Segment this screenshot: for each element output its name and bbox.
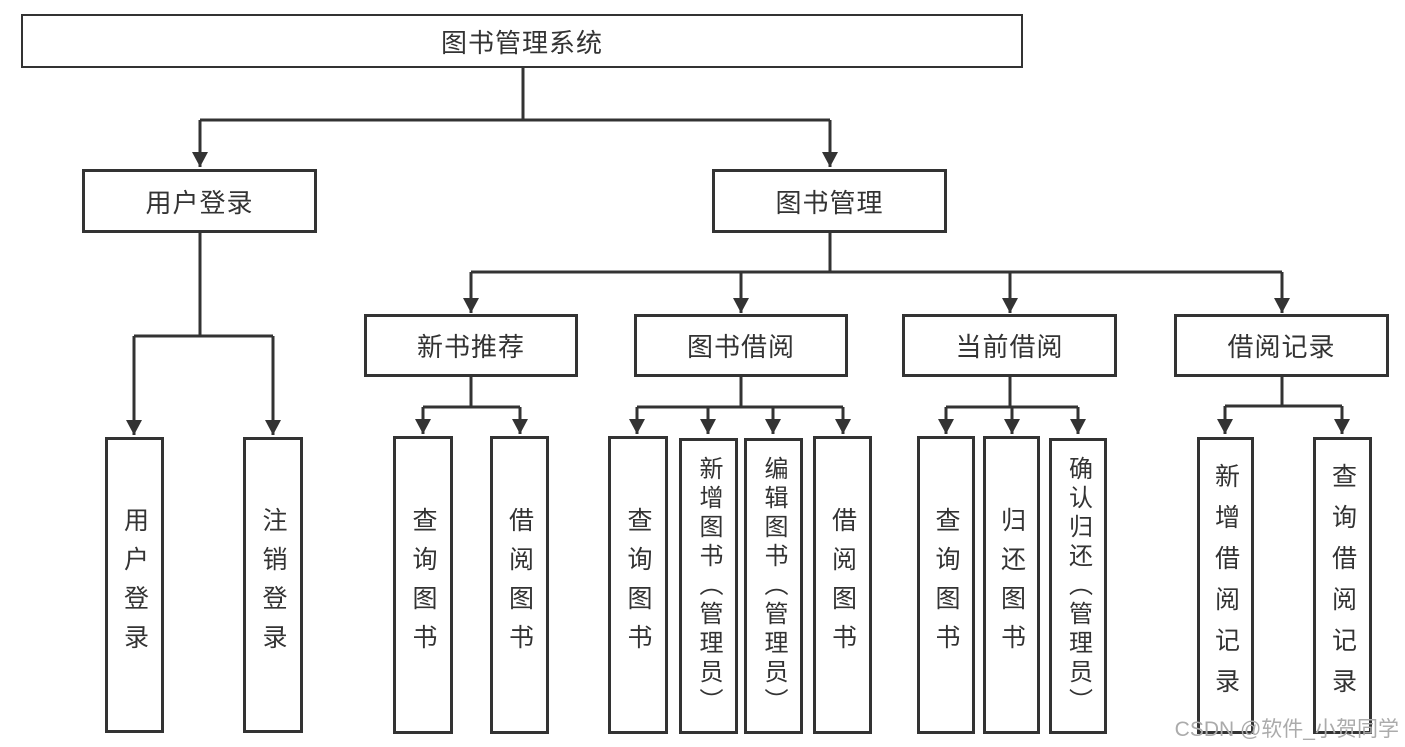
node-label: 确认归还（管理员） — [1064, 455, 1092, 717]
node-user-login: 用户登录 — [82, 169, 317, 233]
node-label: 注销登录 — [259, 507, 287, 663]
node-label: 当前借阅 — [955, 332, 1064, 362]
node-current-borrowing: 当前借阅 — [902, 314, 1117, 377]
node-book-borrowing: 图书借阅 — [634, 314, 848, 377]
node-label: 查询图书 — [624, 507, 652, 663]
watermark: CSDN @软件_小贺同学 — [1174, 718, 1399, 741]
node-label: 借阅图书 — [828, 507, 857, 663]
node-new-book-recommend: 新书推荐 — [364, 314, 578, 377]
leaf-query-books-recommend: 查询图书 — [393, 436, 453, 734]
node-label: 借阅记录 — [1227, 332, 1336, 362]
node-label: 查询图书 — [932, 507, 960, 663]
node-library-system: 图书管理系统 — [21, 14, 1023, 68]
node-label: 用户登录 — [145, 187, 254, 218]
leaf-add-borrow-record: 新增借阅记录 — [1197, 437, 1254, 734]
node-label: 新增图书（管理员） — [695, 455, 722, 717]
leaf-user-login: 用户登录 — [105, 437, 164, 733]
node-label: 编辑图书（管理员） — [760, 455, 787, 717]
leaf-add-books-admin: 新增图书（管理员） — [679, 438, 738, 734]
node-book-management: 图书管理 — [712, 169, 947, 233]
leaf-query-books-current: 查询图书 — [917, 436, 975, 734]
leaf-borrow-books-recommend: 借阅图书 — [490, 436, 549, 734]
node-borrowing-records: 借阅记录 — [1174, 314, 1389, 377]
node-label: 借阅图书 — [505, 507, 534, 663]
node-label: 用户登录 — [120, 507, 149, 663]
leaf-borrow-books-borrowing: 借阅图书 — [813, 436, 872, 734]
node-label: 归还图书 — [997, 507, 1026, 663]
leaf-query-borrow-record: 查询借阅记录 — [1313, 437, 1372, 734]
node-label: 查询借阅记录 — [1328, 462, 1357, 709]
leaf-edit-books-admin: 编辑图书（管理员） — [744, 438, 803, 734]
leaf-return-books: 归还图书 — [983, 436, 1040, 734]
leaf-confirm-return-admin: 确认归还（管理员） — [1049, 438, 1107, 734]
leaf-logout-login: 注销登录 — [243, 437, 303, 733]
node-label: 图书管理系统 — [440, 27, 603, 58]
node-label: 新增借阅记录 — [1211, 462, 1240, 709]
node-label: 新书推荐 — [416, 332, 525, 362]
node-label: 查询图书 — [409, 507, 437, 663]
node-label: 图书管理 — [775, 187, 884, 218]
node-label: 图书借阅 — [686, 332, 795, 362]
leaf-query-books-borrowing: 查询图书 — [608, 436, 668, 734]
